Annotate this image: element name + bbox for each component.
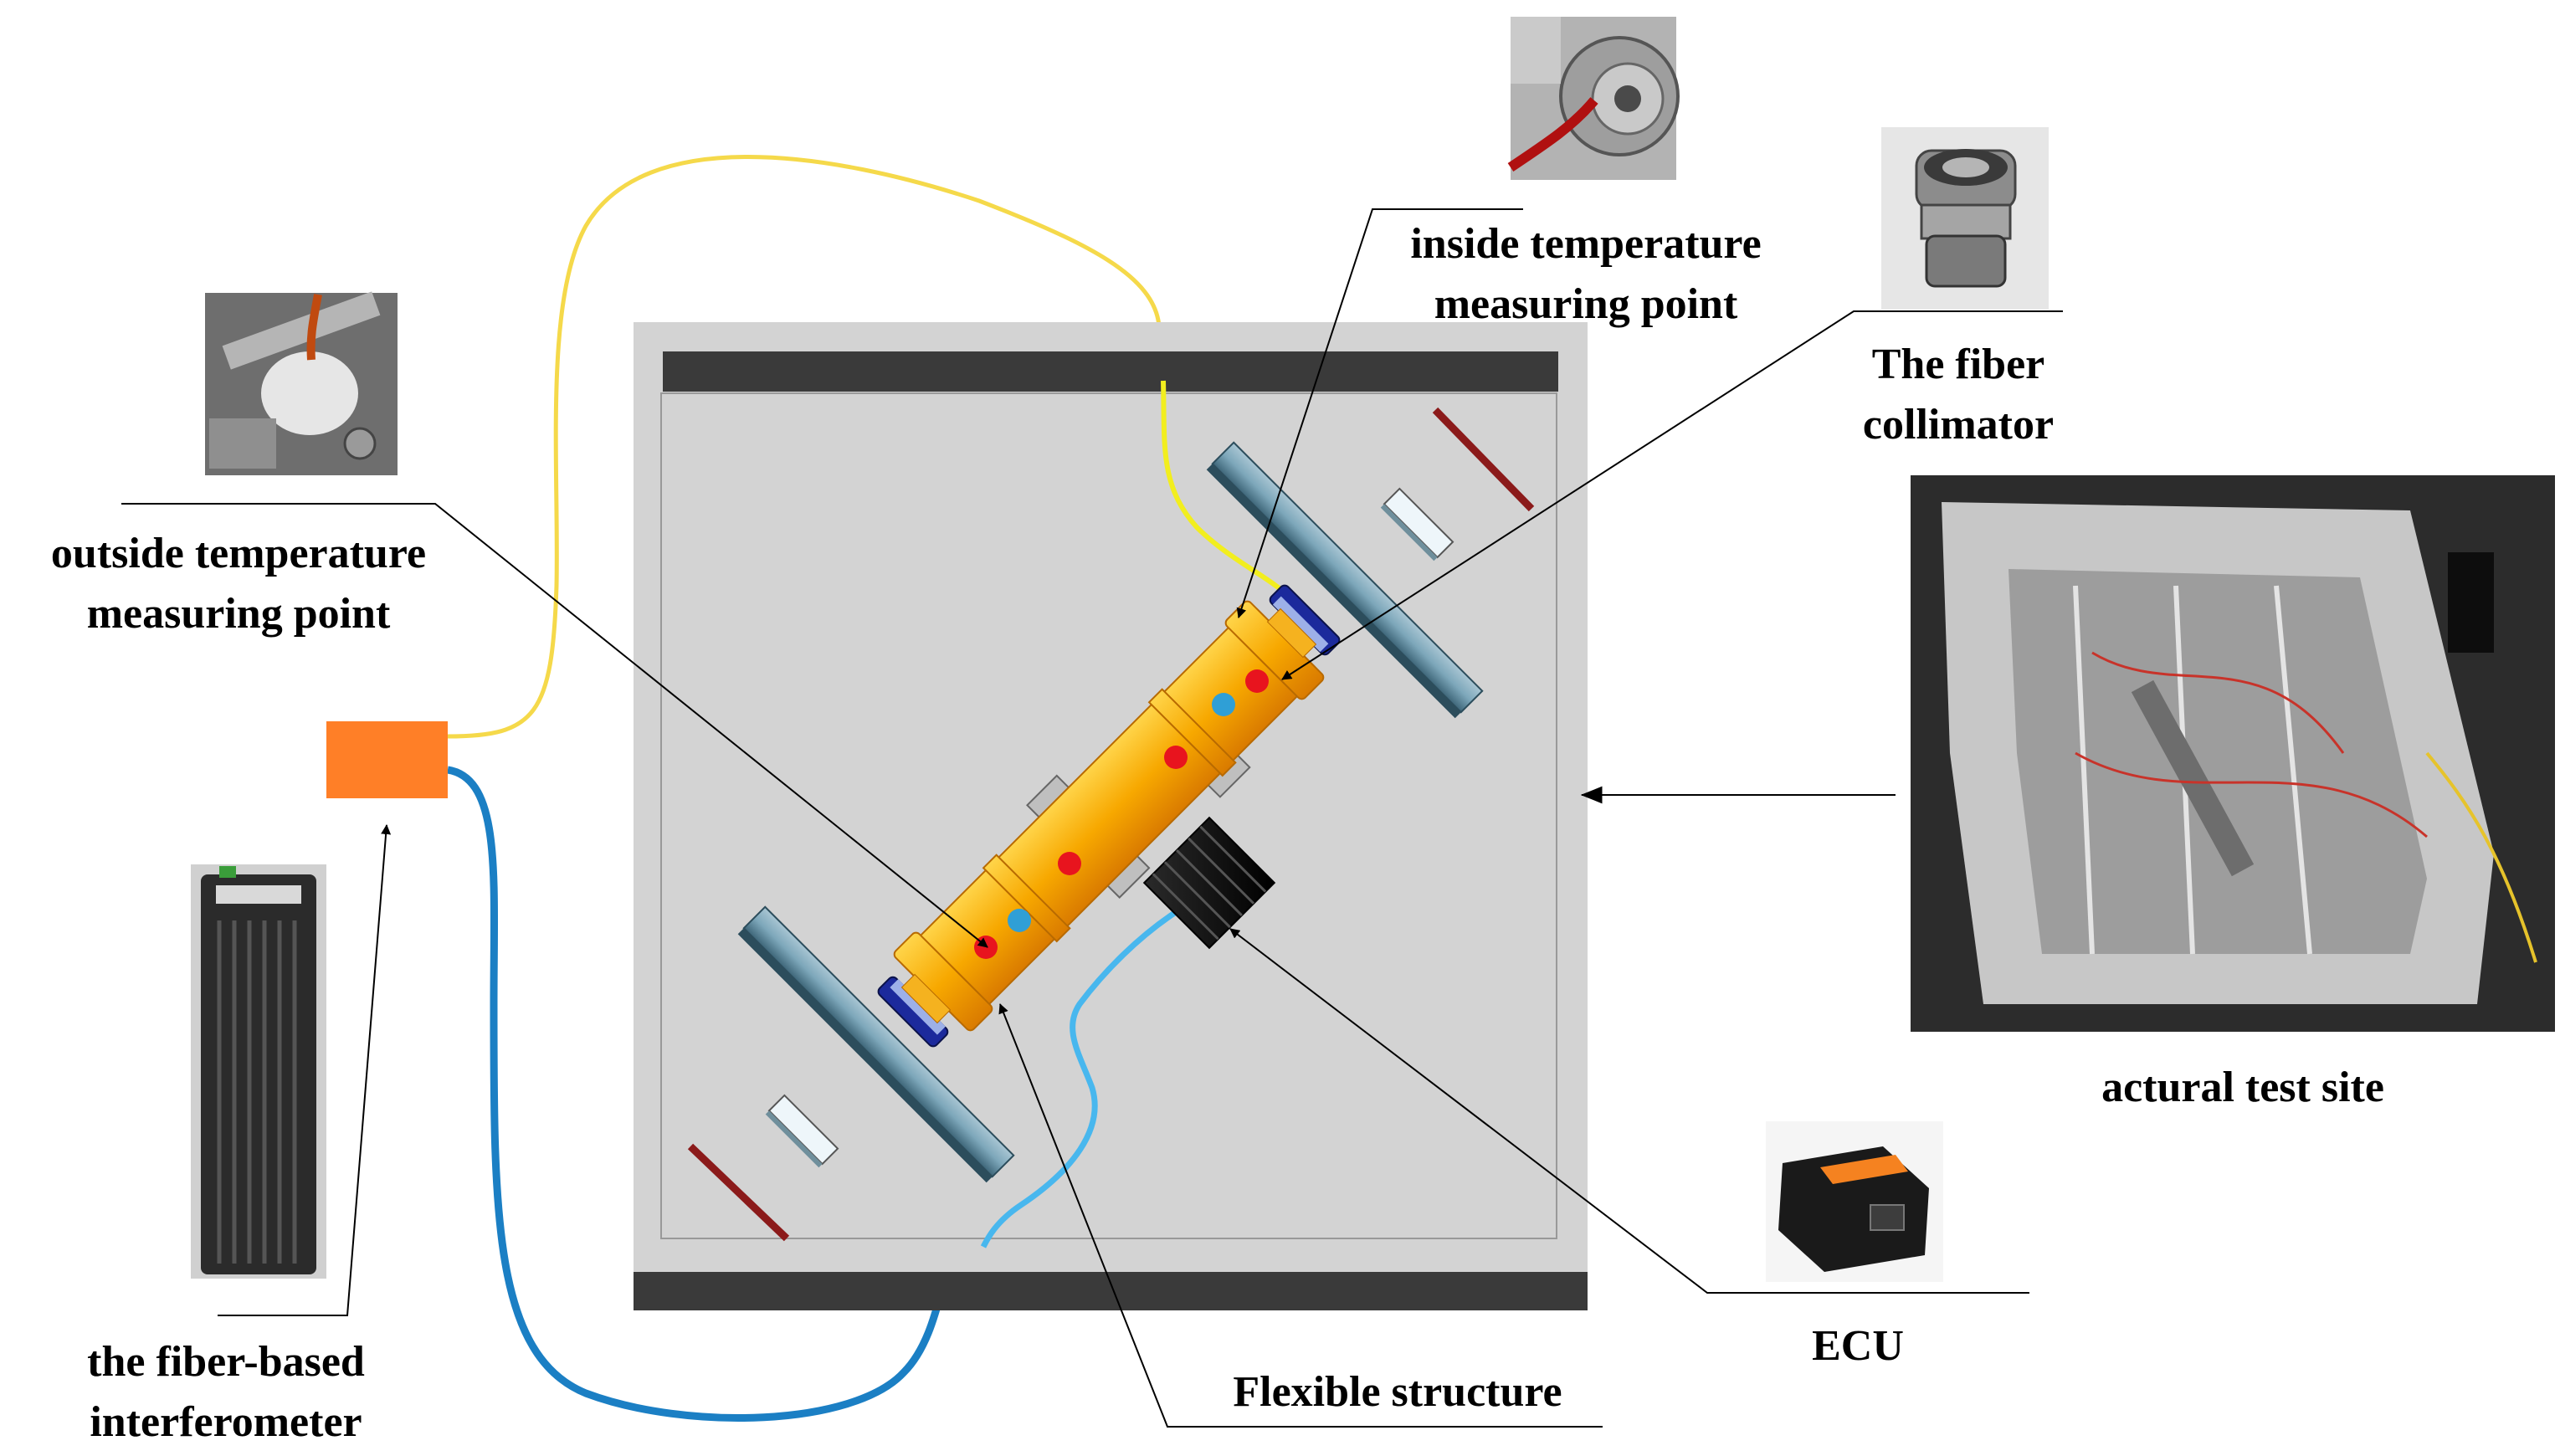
inside-temp-label-line1: inside temperature (1410, 220, 1762, 268)
bottom-bar (634, 1272, 1588, 1310)
flexible-leader (998, 1003, 1603, 1428)
inside-temp-label-line2: measuring point (1434, 280, 1738, 328)
lower-small-block (765, 1094, 839, 1168)
ecu-label: ECU (1791, 1316, 1925, 1377)
test-site-label: actural test site (2042, 1058, 2444, 1118)
inside-temp-leader (1236, 208, 1523, 618)
outside-temp-label: outside temperature measuring point (8, 524, 469, 644)
flexible-structure-label-text: Flexible structure (1233, 1368, 1562, 1416)
upper-red-plate (1432, 407, 1535, 512)
upper-mirror-slab (1206, 441, 1484, 719)
collimator-label: The fiber collimator (1841, 335, 2075, 455)
top-bar (663, 351, 1558, 392)
interferometer-label-line2: interferometer (90, 1398, 362, 1446)
outside-sensor-photo-icon (205, 291, 398, 475)
upper-small-block (1380, 487, 1454, 561)
lower-red-plate (687, 1143, 790, 1242)
outside-temp-label-line1: outside temperature (50, 530, 427, 577)
red-dot-lower-mid (1058, 852, 1081, 875)
blue-fiber-cable (447, 766, 950, 1423)
yellow-fiber-cable (447, 155, 1162, 739)
ecu-leader (1229, 928, 2029, 1294)
enclosure-inner-frame (660, 392, 1557, 1239)
outside-temp-label-line2: measuring point (86, 590, 391, 638)
inner-light-blue-fiber (980, 910, 1177, 1248)
red-dot-top-end (1245, 669, 1269, 693)
ecu-photo-icon (1766, 1121, 1943, 1282)
inside-temp-label: inside temperature measuring point (1372, 214, 1799, 335)
blue-dot-bottom (1008, 909, 1031, 932)
collimator-photo-icon (1881, 127, 2049, 310)
collimator-label-line2: collimator (1862, 401, 2055, 449)
test-site-photo-icon (1911, 475, 2555, 1032)
collimator-label-line1: The fiber (1871, 341, 2045, 388)
flexible-structure-label: Flexible structure (1188, 1362, 1607, 1423)
test-site-label-text: actural test site (2101, 1064, 2384, 1111)
outside-temp-leader (121, 503, 988, 948)
lower-mirror-slab (737, 905, 1015, 1183)
interferometer-box (326, 721, 448, 798)
cylinder-assembly (877, 584, 1341, 1048)
interferometer-leader (218, 824, 392, 1316)
ecu-block (1142, 816, 1276, 950)
red-dot-upper-mid (1164, 746, 1188, 769)
interferometer-label: the fiber-based interferometer (50, 1332, 402, 1453)
interferometer-photo-icon (191, 864, 326, 1279)
blue-dot-top (1212, 693, 1235, 716)
interferometer-label-line1: the fiber-based (87, 1338, 365, 1386)
collimator-leader (1281, 310, 2063, 680)
inside-sensor-photo-icon (1507, 17, 1680, 180)
ecu-label-text: ECU (1812, 1322, 1904, 1370)
